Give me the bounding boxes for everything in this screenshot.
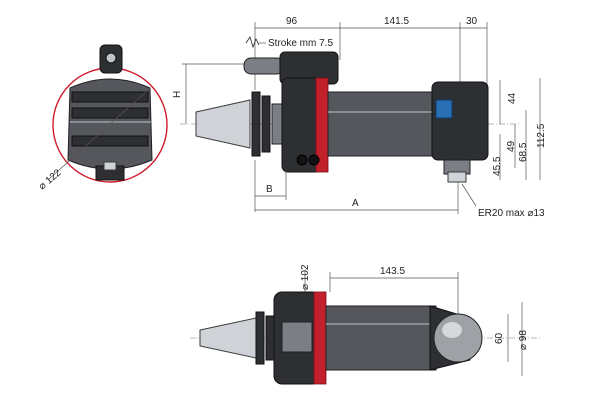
side-bolt-2 xyxy=(308,154,320,166)
stroke-label: Stroke mm 7.5 xyxy=(268,38,333,49)
side-head xyxy=(431,81,489,161)
side-taper-cone xyxy=(195,99,251,149)
side-logo-badge xyxy=(435,99,453,119)
front-band-1 xyxy=(71,91,149,103)
er20-leader xyxy=(461,183,477,207)
dim-44-label: 44 xyxy=(507,92,518,104)
dim-112-label: 112.5 xyxy=(536,123,547,148)
bottom-view: ⌀ 102 143.5 60 ⌀ 98 xyxy=(190,264,540,385)
front-view: ⌀ 122 xyxy=(37,44,168,192)
dim-98-label: ⌀ 98 xyxy=(518,330,529,350)
bottom-round-end xyxy=(433,313,483,363)
dim-96-label: 96 xyxy=(286,16,298,27)
bottom-red-ring xyxy=(313,291,327,385)
side-flange-ring-2 xyxy=(261,95,271,153)
front-band-2 xyxy=(71,107,149,119)
front-lug-hole xyxy=(105,52,117,64)
front-dia122-label: ⌀ 122 xyxy=(37,167,64,192)
dim-30-label: 30 xyxy=(466,16,478,27)
dim-b-label: B xyxy=(266,184,273,195)
stroke-spring-icon xyxy=(245,36,260,49)
bottom-round-highlight xyxy=(442,322,462,338)
dim-a-label: A xyxy=(352,198,359,209)
front-band-3 xyxy=(71,135,149,147)
dim-143-label: 143.5 xyxy=(380,266,405,277)
dim-102-label: ⌀ 102 xyxy=(300,264,311,290)
bottom-flange-ring-1 xyxy=(255,311,265,365)
front-nut-face xyxy=(103,161,117,171)
side-view: 96 141.5 30 Stroke mm 7.5 H xyxy=(172,16,547,219)
er20-label: ER20 max ⌀13 xyxy=(478,208,545,219)
dim-68-label: 68.5 xyxy=(518,142,529,162)
bottom-taper-cone xyxy=(199,317,257,359)
dim-60-label: 60 xyxy=(494,332,505,344)
dim-h-label: H xyxy=(172,91,183,98)
bottom-side-block xyxy=(281,321,313,353)
bottom-body-tube xyxy=(325,305,437,371)
bottom-flange-ring-2 xyxy=(265,315,275,361)
dim-141-label: 141.5 xyxy=(384,16,409,27)
side-flange-neck xyxy=(271,103,283,145)
front-dia-leader xyxy=(47,87,151,181)
side-spindle-nose xyxy=(447,171,467,183)
dim-45-label: 45.5 xyxy=(492,156,503,176)
side-bolt-1 xyxy=(296,154,308,166)
dim-49-label: 49 xyxy=(506,140,517,152)
side-plunger xyxy=(243,57,285,75)
side-flange-ring-1 xyxy=(251,91,261,157)
side-body-tube xyxy=(327,91,433,157)
